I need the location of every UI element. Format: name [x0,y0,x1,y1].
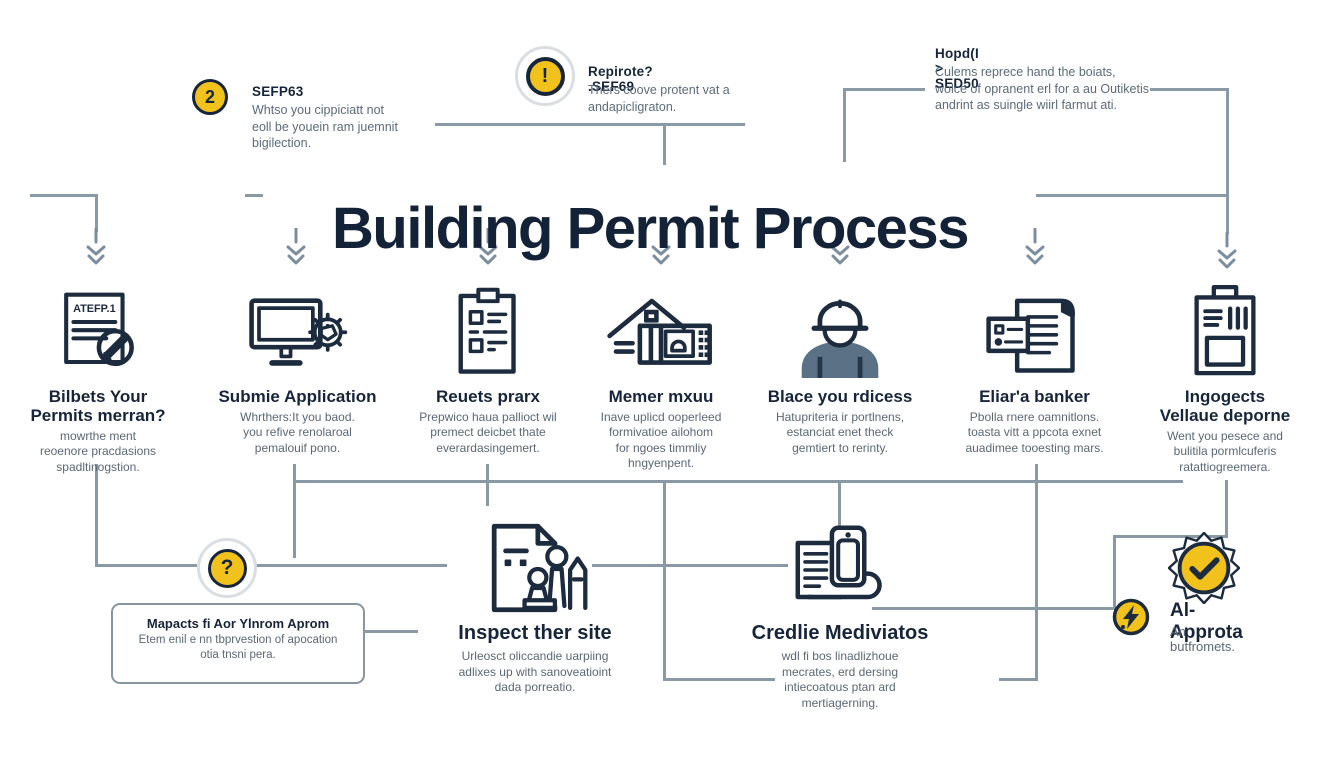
connector-line [1036,194,1228,197]
step-description: Went you pesece and bulitila pormlcuferi… [1167,429,1283,474]
note-box: Mapacts fi Aor Ylnrom Aprom Etem enil e … [111,603,365,684]
callout-body: Thers coove protent vat a andapicligrato… [588,83,730,114]
down-arrow-icon [1025,228,1045,265]
inspect-site-block: Inspect ther site Urleosct oliccandie ua… [430,520,640,696]
clipboard-checklist-icon [398,282,578,378]
credlie-heading: Credlie Mediviatos [751,622,929,644]
down-arrow-icon [286,228,306,265]
step-6: Eliar'a banker Pbolla rnere oamnitlons. … [942,282,1127,456]
page-title: Building Permit Process [332,195,969,261]
step-description: Inave uplicd ooperleed formivatioe ailoh… [600,410,722,471]
connector-line [838,480,841,540]
step-heading: Eliar'a banker [979,387,1090,406]
connector-line [435,123,745,126]
connector-line [245,194,263,197]
question-ring: ? [197,538,257,598]
connector-line [999,678,1037,681]
step-heading: Memer mxuu [608,387,714,406]
step-4: Memer mxuu Inave uplicd ooperleed formiv… [571,282,751,471]
connector-line [663,480,666,681]
question-icon: ? [207,548,247,588]
step-5: Blace you rdicess Hatupriteria ir portln… [750,282,930,456]
connector-line [95,464,98,566]
step-1: ATEFP.1 Bilbets Your Permits merran? mow… [8,282,188,475]
connector-line [360,630,418,633]
note-box-body: Etem enil e nn tbprvestion of apocation … [138,634,338,661]
step-3: Reuets prarx Prepwico haua pallioct wil … [398,282,578,456]
step-description: Pbolla rnere oamnitlons. toasta vitt a p… [965,410,1104,455]
down-arrow-icon [651,228,671,265]
step-heading: Reuets prarx [436,387,540,406]
callout-body: Culems reprece hand the boiats, wolce of… [935,65,1150,112]
ai-heading: Al-Approta [1170,600,1243,643]
step-heading: Submie Application [218,387,377,406]
lightning-icon [1112,598,1150,636]
step-2: Submie Application Whrthers:It you baod.… [205,282,390,456]
connector-line [295,480,1183,483]
connector-line [1113,535,1116,609]
connector-line [293,464,296,558]
connector-line [95,564,197,567]
connector-line [843,88,846,162]
step2-badge-icon: 2 [192,79,228,115]
down-arrow-icon [830,228,850,265]
inspect-heading: Inspect ther site [458,622,612,644]
callout-body: Whtso you cippiciatt not eoll be youein … [252,103,398,150]
connector-line [663,123,666,165]
credlie-body: wdl fi bos linadlizhoue mecrates, erd de… [781,649,899,710]
connector-line [30,194,95,197]
permit-tag-icon [1135,282,1315,378]
connector-line [1225,480,1228,537]
approval-badge-icon [1168,532,1240,604]
connector-line [486,464,489,506]
step-heading: Bilbets Your Permits merran? [30,387,166,426]
connector-line [95,194,98,232]
monitor-gear-icon [205,282,390,378]
svg-text:ATEFP.1: ATEFP.1 [73,303,116,315]
connector-line [872,607,1115,610]
down-arrow-icon [86,228,106,265]
note-box-title: Mapacts fi Aor Ylnrom Aprom [146,616,330,631]
house-icon [571,282,751,378]
credlie-block: Credlie Mediviatos wdl fi bos linadlizho… [728,524,952,711]
callout-title: Hopd(I > SED50 [935,46,979,91]
step-description: Hatupriteria ir portlnens, estanciat ene… [775,410,905,455]
step-heading: Ingogects Vellaue deporne [1159,387,1291,426]
step-description: Whrthers:It you baod. you refive renolar… [240,410,355,455]
inspect-body: Urleosct oliccandie uarpiing adlixes up … [458,649,612,695]
connector-line [1226,88,1229,234]
connector-line [592,564,788,567]
scroll-document-icon [942,282,1127,378]
phone-document-icon [728,524,952,616]
connector-line [1150,88,1229,91]
down-arrow-icon [478,228,498,265]
connector-line [1113,535,1228,538]
document-pencil-icon: ATEFP.1 [8,282,188,378]
connector-line [845,88,925,91]
construction-worker-icon [750,282,930,378]
alert-icon: ! [525,56,565,96]
connector-line [1035,464,1038,681]
step-description: Prepwico haua pallioct wil premect deicb… [419,410,557,455]
site-inspection-icon [430,520,640,616]
ai-body: An butfromets. [1170,624,1236,654]
callout-title: SEFP63 [252,84,304,99]
connector-line [663,678,775,681]
connector-line [251,564,447,567]
down-arrow-icon [1217,232,1237,269]
alert-ring: ! [515,46,575,106]
callout-title: Repirote? .SEF69 [588,64,653,94]
step-7: Ingogects Vellaue deporne Went you pesec… [1135,282,1315,475]
step-heading: Blace you rdicess [767,387,913,406]
step-description: mowrthe ment reoenore pracdasions spadlt… [39,429,157,474]
